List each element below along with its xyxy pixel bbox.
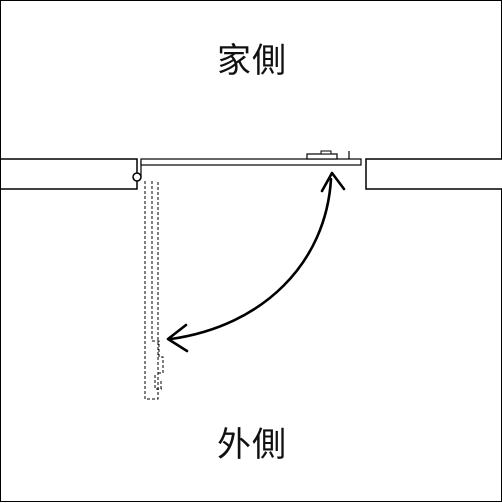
door-handle bbox=[306, 153, 338, 160]
door-closed bbox=[140, 150, 362, 177]
left-wall bbox=[1, 158, 138, 190]
inside-label: 家側 bbox=[217, 41, 287, 81]
right-wall bbox=[365, 158, 502, 190]
outside-label: 外側 bbox=[217, 425, 287, 465]
hinge-icon bbox=[132, 172, 142, 182]
door-open-dashed bbox=[144, 181, 164, 400]
swing-arrow-icon bbox=[166, 171, 346, 353]
